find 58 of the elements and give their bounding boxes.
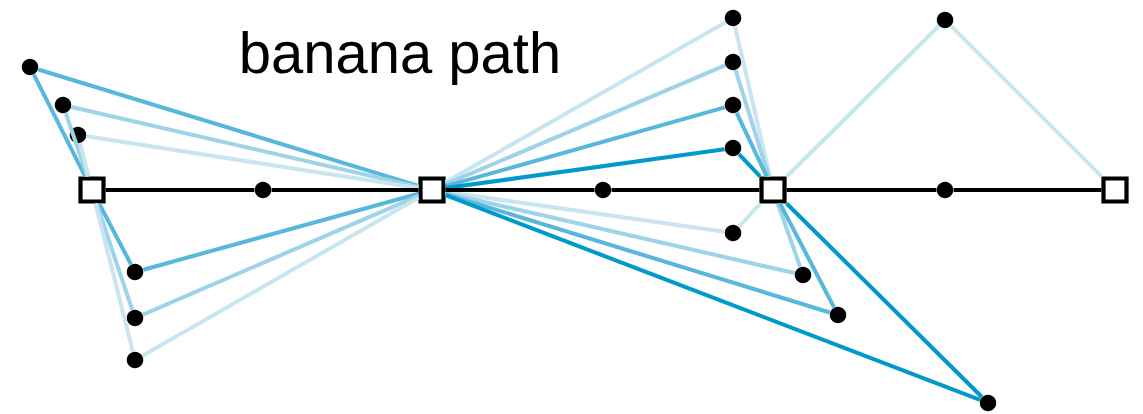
- line: [445, 192, 831, 315]
- title: banana path: [242, 30, 558, 86]
- line: [445, 188, 595, 192]
- line: [94, 202, 135, 311]
- dot: [724, 53, 742, 71]
- line: [70, 104, 419, 189]
- line: [737, 152, 762, 178]
- square-marker: [759, 176, 787, 204]
- line: [786, 188, 937, 192]
- dot: [979, 394, 997, 412]
- line: [785, 24, 941, 178]
- line: [271, 188, 419, 192]
- line: [37, 67, 419, 188]
- line: [86, 134, 419, 190]
- square-marker: [78, 176, 106, 204]
- dot: [21, 58, 39, 76]
- square-marker: [1101, 176, 1129, 204]
- dot: [126, 263, 144, 281]
- line: [142, 191, 419, 272]
- dot: [594, 181, 612, 199]
- dot: [936, 11, 954, 29]
- line: [93, 203, 135, 353]
- line: [733, 69, 771, 177]
- line: [785, 202, 984, 399]
- line: [141, 196, 420, 358]
- dot: [794, 266, 812, 284]
- dot: [724, 139, 742, 157]
- line: [734, 111, 769, 178]
- dot: [54, 96, 72, 114]
- dot: [829, 306, 847, 324]
- line: [32, 73, 87, 178]
- line: [444, 20, 727, 184]
- dot: [69, 126, 87, 144]
- line: [97, 202, 133, 266]
- line: [775, 202, 803, 268]
- line: [611, 188, 760, 192]
- square-marker: [418, 176, 446, 204]
- line: [737, 202, 762, 229]
- dot: [126, 309, 144, 327]
- dot: [724, 96, 742, 114]
- line: [733, 25, 772, 177]
- line: [445, 105, 726, 189]
- line: [445, 191, 796, 276]
- dot: [936, 181, 954, 199]
- line: [445, 147, 725, 191]
- line: [105, 188, 255, 192]
- line: [778, 202, 836, 309]
- dot: [254, 181, 272, 199]
- line: [953, 188, 1102, 192]
- line: [444, 63, 726, 187]
- line: [949, 24, 1103, 178]
- line: [78, 142, 91, 177]
- dot: [126, 351, 144, 369]
- dot: [724, 224, 742, 242]
- line: [444, 193, 981, 402]
- line: [445, 189, 725, 234]
- dot: [724, 9, 742, 27]
- line: [142, 194, 420, 317]
